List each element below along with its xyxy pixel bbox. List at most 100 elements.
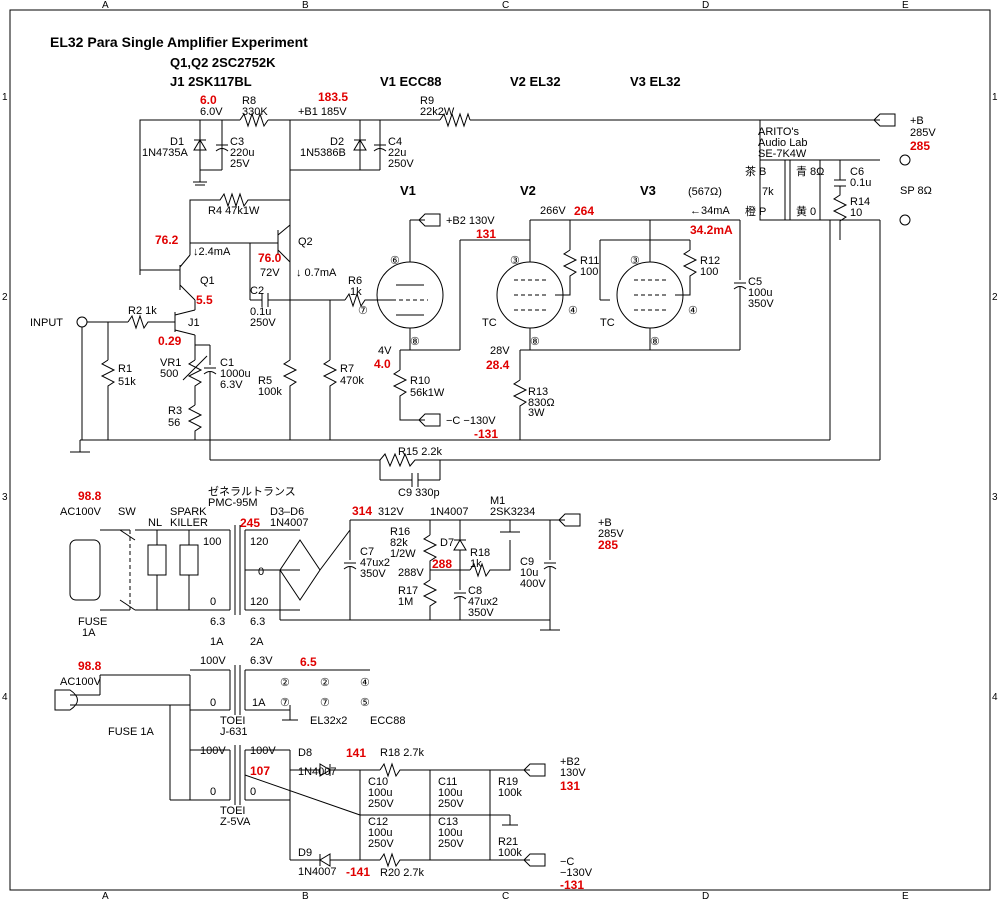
measured-rect: 314 <box>352 504 372 518</box>
measured-q2: 76.0 <box>258 251 282 265</box>
d7-label: D7 <box>440 537 454 549</box>
r8-label: R8 <box>242 95 256 107</box>
frame-col-e-bottom: E <box>902 891 909 900</box>
d9-part: 1N4007 <box>298 866 337 878</box>
ptrans-2a: 2A <box>250 636 264 648</box>
c7-value: 47ux2 <box>360 557 390 569</box>
v3-tc-label: TC <box>600 317 615 329</box>
heater-pin7b: ⑦ <box>320 697 330 709</box>
htrans-0: 0 <box>210 697 216 709</box>
r12-value: 100 <box>700 266 718 278</box>
d1-value: 1N4735A <box>142 147 189 159</box>
c8-voltage: 350V <box>468 607 494 619</box>
d2-value: 1N5386B <box>300 147 346 159</box>
speaker-terminal-minus-icon[interactable] <box>899 214 911 226</box>
c1-label: C1 <box>220 357 234 369</box>
measured-btrans: 107 <box>250 764 270 778</box>
ac100-label: AC100V <box>60 506 102 518</box>
measured-zener: 288 <box>432 557 452 571</box>
c4-value: 22u <box>388 147 406 159</box>
opt-0-label: 黄 0 <box>796 204 816 218</box>
htrans-6v3: 6.3V <box>250 655 273 667</box>
ptrans-100: 100 <box>203 536 221 548</box>
bridge-label: D3–D6 <box>270 506 304 518</box>
c1-value: 1000u <box>220 368 251 380</box>
htrans-1a: 1A <box>252 697 266 709</box>
measured-q1-emitter: 5.5 <box>196 293 213 307</box>
out-b-value: 285V <box>910 127 936 139</box>
heater-pin2a: ② <box>280 677 290 689</box>
measured-values: 6.0 183.5 76.2 76.0 5.5 0.29 131 4.0 -13… <box>78 90 930 892</box>
vr1-value: 500 <box>160 368 178 380</box>
r13-wattage: 3W <box>528 407 545 419</box>
c4-voltage: 250V <box>388 158 414 170</box>
r18-value: 1k <box>470 558 482 570</box>
zener-voltage: 288V <box>398 567 424 579</box>
ptrans-120a: 120 <box>250 536 268 548</box>
speaker-terminal-plus-icon[interactable] <box>899 154 911 166</box>
opt-brand: ARITO's <box>758 126 800 138</box>
measured-c: -131 <box>474 427 498 441</box>
v2-pin4: ④ <box>568 305 578 317</box>
psu-b-value: 285V <box>598 528 624 540</box>
killer-label: KILLER <box>170 517 208 529</box>
measured-v1-cathode: 4.0 <box>374 357 391 371</box>
measured-c-out: -131 <box>560 878 584 892</box>
r21-value: 100k <box>498 847 522 859</box>
m1-label: M1 <box>490 495 505 507</box>
b2-out-value: 130V <box>560 767 586 779</box>
r5-label: R5 <box>258 375 272 387</box>
input-jack-icon[interactable] <box>76 316 88 328</box>
measured-v2-cathode: 28.4 <box>486 358 510 372</box>
ptrans-model: PMC-95M <box>208 497 258 509</box>
frame-col-c-bottom: C <box>502 891 509 900</box>
c9-fb-label: C9 330p <box>398 487 440 499</box>
d9-label: D9 <box>298 847 312 859</box>
toei2-label: TOEI <box>220 805 245 817</box>
vr1-label: VR1 <box>160 357 181 369</box>
c11-voltage: 250V <box>438 798 464 810</box>
c6-label: C6 <box>850 166 864 178</box>
speaker-label: SP 8Ω <box>900 185 932 197</box>
v1-pin7: ⑦ <box>358 305 368 317</box>
r16-wattage: 1/2W <box>390 548 416 560</box>
out-b-label: +B <box>910 115 924 127</box>
r13-value: 830Ω <box>528 397 555 409</box>
v2-part: V2 EL32 <box>510 74 561 89</box>
r2-label: R2 1k <box>128 305 157 317</box>
ecc88-heater-label: ECC88 <box>370 715 405 727</box>
r16-label: R16 <box>390 526 410 538</box>
v2-cathode-voltage: 28V <box>490 345 510 357</box>
q2-voltage: 72V <box>260 267 280 279</box>
v2-pin8: ⑧ <box>530 336 540 348</box>
frame-col-d-bottom: D <box>702 891 709 900</box>
heater-pin5: ⑤ <box>360 697 370 709</box>
measured-q1-collector: 76.2 <box>155 233 179 247</box>
r1-value: 51k <box>118 376 136 388</box>
heater-pin2b: ② <box>320 677 330 689</box>
frame-row-3: 3 <box>2 492 8 503</box>
frame-col-a: A <box>102 0 109 11</box>
r1-label: R1 <box>118 363 132 375</box>
ptrans-0b: 0 <box>258 566 264 578</box>
measured-plate: 264 <box>574 204 594 218</box>
measured-d9: -141 <box>346 865 370 879</box>
frame-row-1-right: 1 <box>992 92 998 103</box>
power-supply-wiring <box>54 513 581 868</box>
r18b-label: R18 2.7k <box>380 747 425 759</box>
v1-cathode-voltage: 4V <box>378 345 392 357</box>
c-out-label: −C <box>560 856 574 868</box>
measured-d1: 6.0 <box>200 93 217 107</box>
j1-label: J1 <box>188 317 200 329</box>
measured-d8: 141 <box>346 746 366 760</box>
r13-label: R13 <box>528 386 548 398</box>
v1-tube-icon <box>376 261 444 329</box>
r16-value: 82k <box>390 537 408 549</box>
measured-current: 34.2mA <box>690 223 733 237</box>
r21-label: R21 <box>498 836 518 848</box>
opt-model: SE-7K4W <box>758 148 807 160</box>
opt-p-label: 橙 P <box>745 204 766 218</box>
fuse-rating: 1A <box>82 627 96 639</box>
r4-label: R4 47k1W <box>208 205 260 217</box>
